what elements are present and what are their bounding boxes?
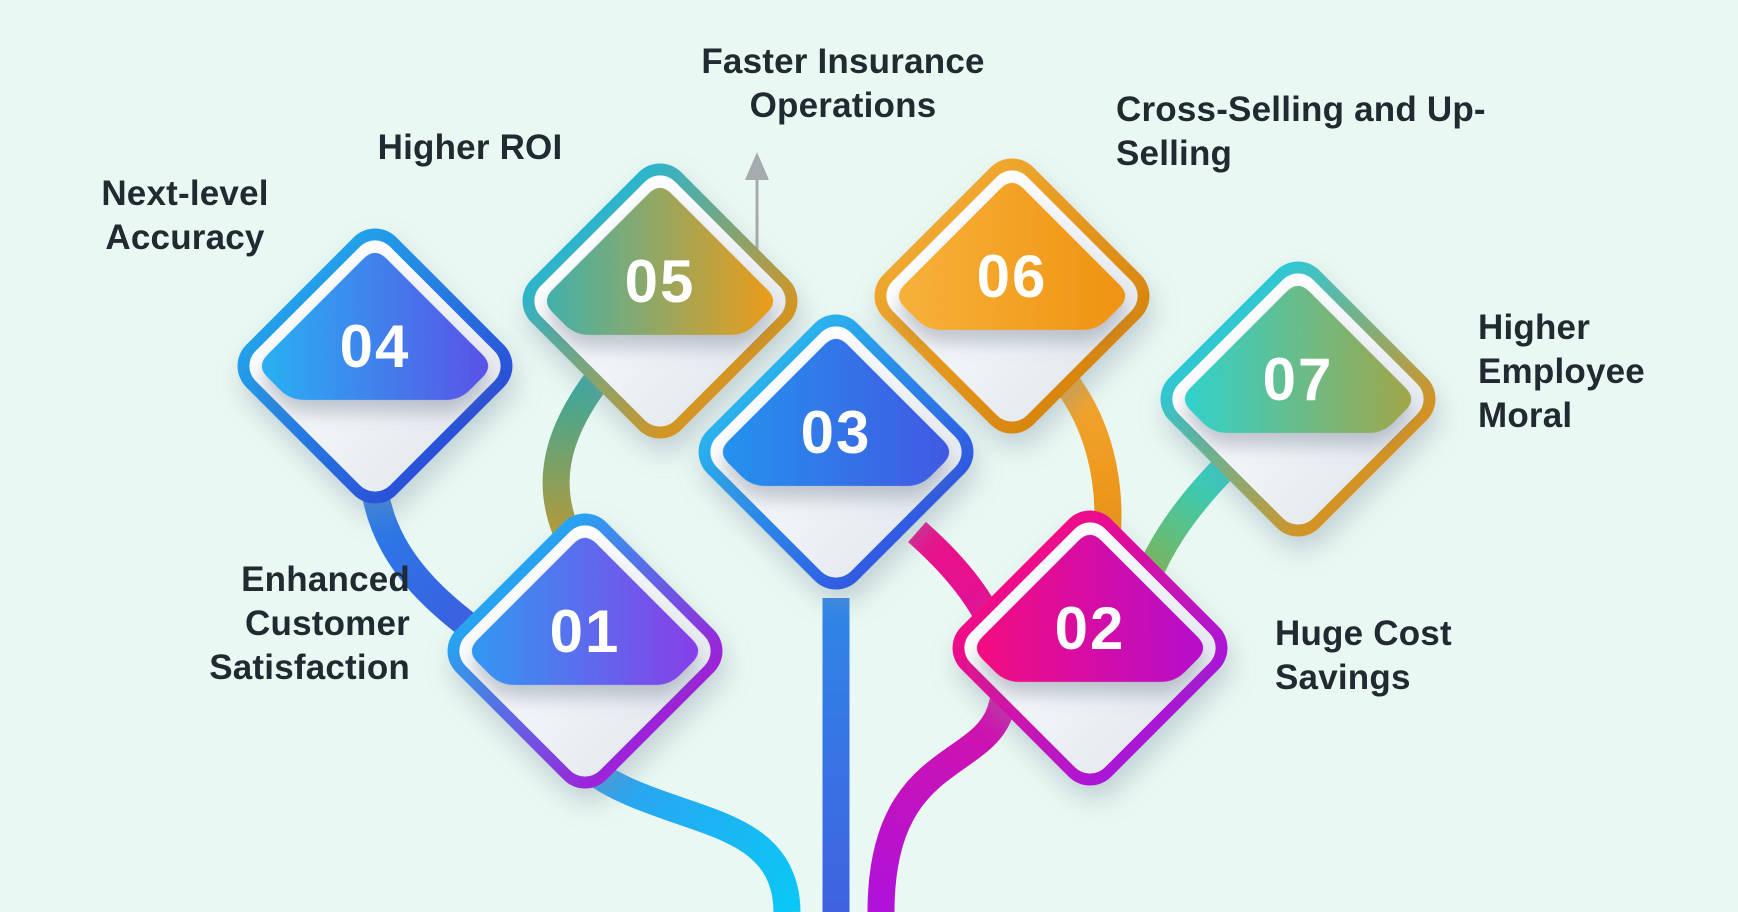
diamond-number-02: 02 [1055, 595, 1126, 662]
diamond-number-01: 01 [550, 598, 621, 665]
diamond-02: 02 [952, 510, 1228, 786]
trunk-line-01 [569, 749, 801, 912]
label-huge-cost-savings: Huge Cost Savings [1275, 614, 1452, 697]
label-higher-employee-moral: Higher Employee Moral [1478, 308, 1645, 435]
diamond-04: 04 [237, 228, 513, 504]
diamond-number-07: 07 [1263, 346, 1334, 413]
diamond-03: 03 [698, 314, 974, 590]
diamond-05: 05 [522, 163, 798, 439]
label-faster-insurance-operations: Faster Insurance Operations [701, 42, 985, 125]
label-higher-roi: Higher ROI [377, 128, 563, 167]
diamond-06: 06 [874, 158, 1150, 434]
diamond-number-03: 03 [801, 399, 872, 466]
diamond-number-06: 06 [977, 243, 1048, 310]
diamond-01: 01 [447, 513, 723, 789]
label-cross-selling-and-up-selling: Cross-Selling and Up-Selling [1116, 90, 1486, 173]
diamond-number-04: 04 [340, 313, 411, 380]
connector-lines [361, 363, 1240, 912]
label-next-level-accuracy: Next-level Accuracy [101, 174, 269, 257]
label-enhanced-customer-satisfaction: Enhanced Customer Satisfaction [209, 560, 410, 687]
diamond-07: 07 [1160, 261, 1436, 537]
trunk-line-02 [867, 521, 1019, 912]
diamond-number-05: 05 [625, 248, 696, 315]
